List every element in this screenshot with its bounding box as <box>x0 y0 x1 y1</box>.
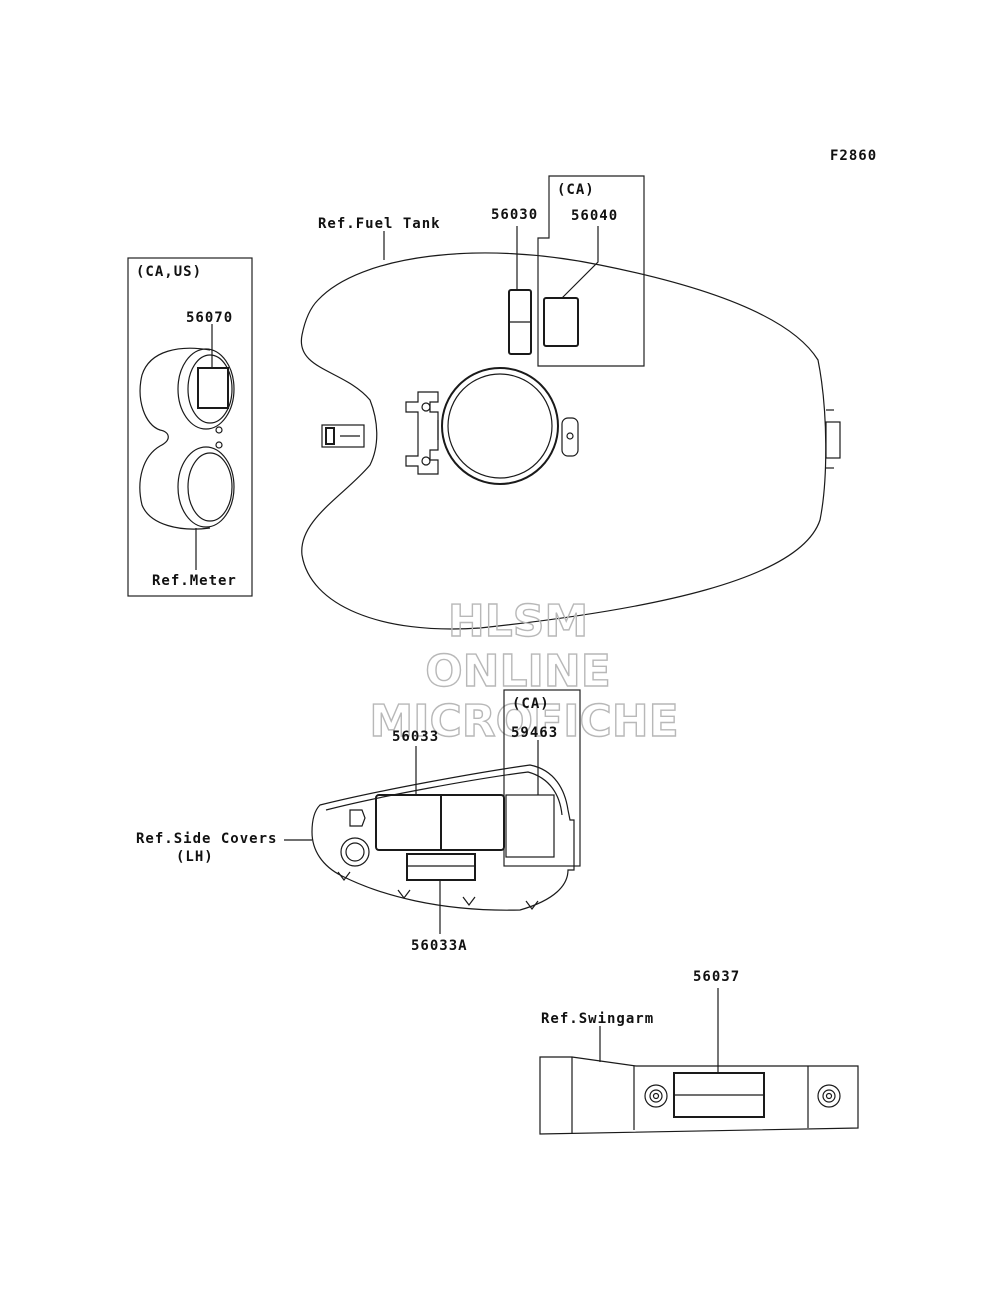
meter-ca-us-tag: (CA,US) <box>136 264 202 280</box>
part-number-56033a: 56033A <box>411 938 468 954</box>
swingarm-drawing <box>539 988 859 1135</box>
fuel-tank-ref-label: Ref.Fuel Tank <box>318 216 441 232</box>
side-cover-ca-tag: (CA) <box>512 696 550 712</box>
tank-ca-region-box <box>537 175 645 367</box>
side-cover-drawing <box>284 740 575 934</box>
part-number-56037: 56037 <box>693 969 740 985</box>
fuel-tank-drawing <box>300 226 841 630</box>
part-number-59463: 59463 <box>511 725 558 741</box>
watermark-line-3: MICROFICHE <box>369 696 678 747</box>
meter-drawing <box>139 324 235 570</box>
watermark: HLSM ONLINE MICROFICHE <box>369 595 680 747</box>
part-number-56033: 56033 <box>392 729 439 745</box>
figure-code: F2860 <box>830 148 877 164</box>
meter-ca-us-region-box <box>127 257 253 597</box>
part-number-56040: 56040 <box>571 208 618 224</box>
watermark-line-1: HLSM <box>448 596 588 647</box>
side-covers-side-label: (LH) <box>176 849 214 865</box>
part-number-56070: 56070 <box>186 310 233 326</box>
part-number-56030: 56030 <box>491 207 538 223</box>
watermark-line-2: ONLINE <box>425 646 611 697</box>
meter-ref-label: Ref.Meter <box>152 573 237 589</box>
side-covers-ref-label: Ref.Side Covers <box>136 831 277 847</box>
tank-ca-tag: (CA) <box>557 182 595 198</box>
side-cover-ca-region-box <box>503 689 581 867</box>
swingarm-ref-label: Ref.Swingarm <box>541 1011 654 1027</box>
